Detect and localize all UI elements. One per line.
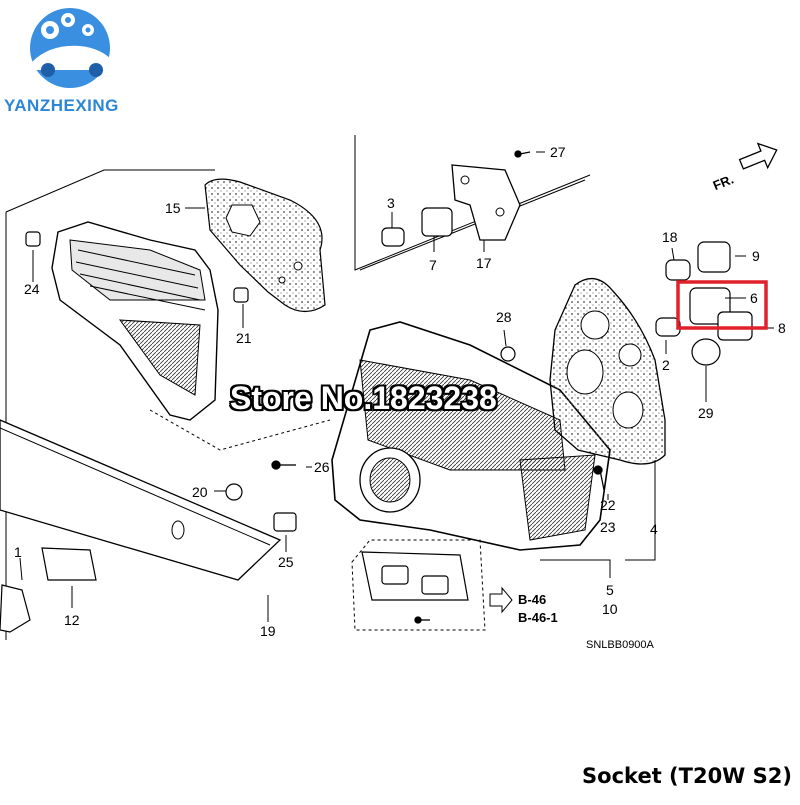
callout-10: 10	[602, 601, 618, 617]
callout-4: 4	[650, 521, 658, 537]
gasket-hole	[225, 204, 261, 237]
callout-26: 26	[314, 459, 330, 475]
gasket-15	[204, 178, 326, 313]
callout-1: 1	[14, 544, 22, 560]
callout-3: 3	[387, 195, 395, 211]
callout-17: 17	[476, 255, 492, 271]
bracket-17	[451, 164, 521, 241]
callout-24: 24	[24, 281, 40, 297]
diagram-code: SNLBB0900A	[586, 639, 655, 651]
callout-15: 15	[165, 200, 181, 216]
callout-21: 21	[236, 330, 252, 346]
direction-label: FR.	[711, 171, 736, 193]
outer-tail-lamp	[331, 321, 611, 551]
callout-27: 27	[550, 144, 566, 160]
section-ref: B-46	[518, 592, 546, 607]
inner-tail-lamp	[51, 221, 219, 421]
callout-23: 23	[600, 519, 616, 535]
screws	[271, 150, 605, 624]
highlight-box	[676, 280, 768, 330]
section-ref: B-46-1	[518, 610, 558, 625]
callout-22: 22	[600, 497, 616, 513]
brand-name: YANZHEXING	[4, 96, 119, 115]
fr-arrow-icon	[738, 142, 778, 170]
callout-7: 7	[429, 257, 437, 273]
callout-12: 12	[64, 612, 80, 628]
gear-car-icon	[30, 8, 112, 88]
callout-19: 19	[260, 623, 276, 639]
callout-25: 25	[278, 554, 294, 570]
callout-5: 5	[606, 582, 614, 598]
callout-8: 8	[778, 320, 786, 336]
gasket-4	[549, 278, 666, 465]
callout-6: 6	[750, 290, 758, 306]
store-watermark: Store No.1823238	[230, 380, 497, 416]
callout-20: 20	[192, 484, 208, 500]
callout-9: 9	[752, 248, 760, 264]
callout-28: 28	[496, 309, 512, 325]
part-caption: Socket (T20W S2)	[582, 764, 792, 788]
callout-2: 2	[662, 357, 670, 373]
callout-18: 18	[662, 229, 678, 245]
callout-29: 29	[698, 405, 714, 421]
reference-arrow-icon	[489, 586, 513, 614]
small-parts	[0, 207, 753, 633]
trim-strip-19	[0, 419, 282, 581]
